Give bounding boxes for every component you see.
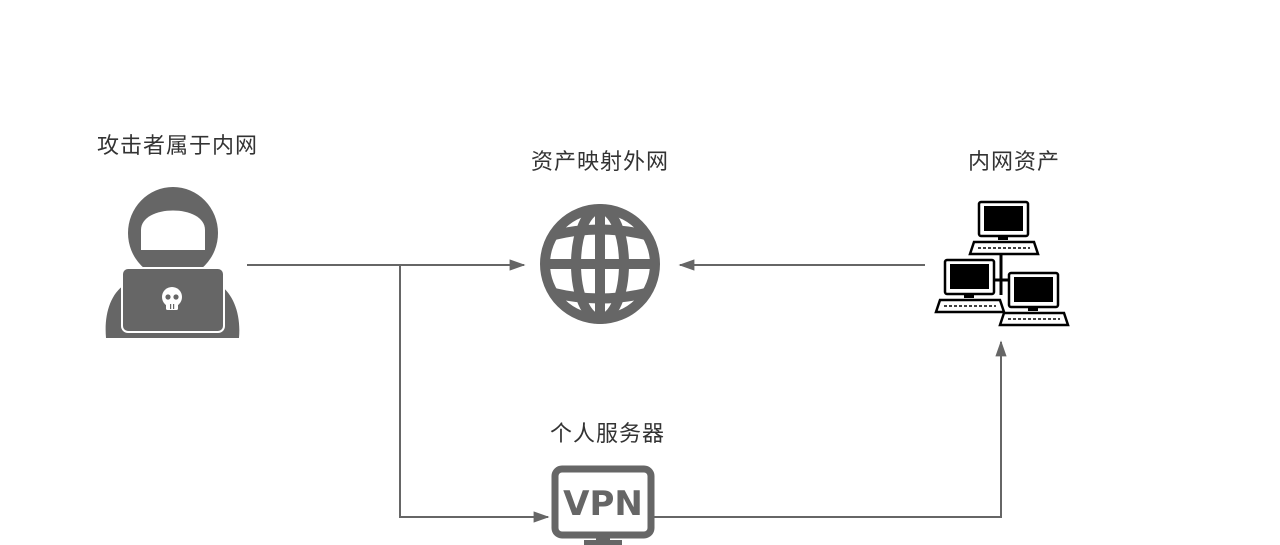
- computer-top-icon: [968, 200, 1040, 256]
- computer-right-icon: [998, 271, 1070, 327]
- attacker-label: 攻击者属于内网: [97, 134, 259, 159]
- globe-icon: [540, 204, 660, 324]
- arrow-server-to-intranet: [653, 340, 1007, 518]
- computer-left-icon: [934, 258, 1006, 314]
- intranet-label: 内网资产: [968, 150, 1061, 175]
- network-computers-icon: [934, 200, 1070, 327]
- server-label: 个人服务器: [550, 422, 666, 447]
- vpn-badge-text: VPN: [563, 484, 643, 524]
- arrow-attacker-to-server: [399, 265, 550, 523]
- connectors: [247, 259, 1007, 523]
- internet-label: 资产映射外网: [531, 150, 670, 175]
- vpn-monitor-icon: VPN: [551, 465, 655, 545]
- hacker-icon: [105, 187, 240, 338]
